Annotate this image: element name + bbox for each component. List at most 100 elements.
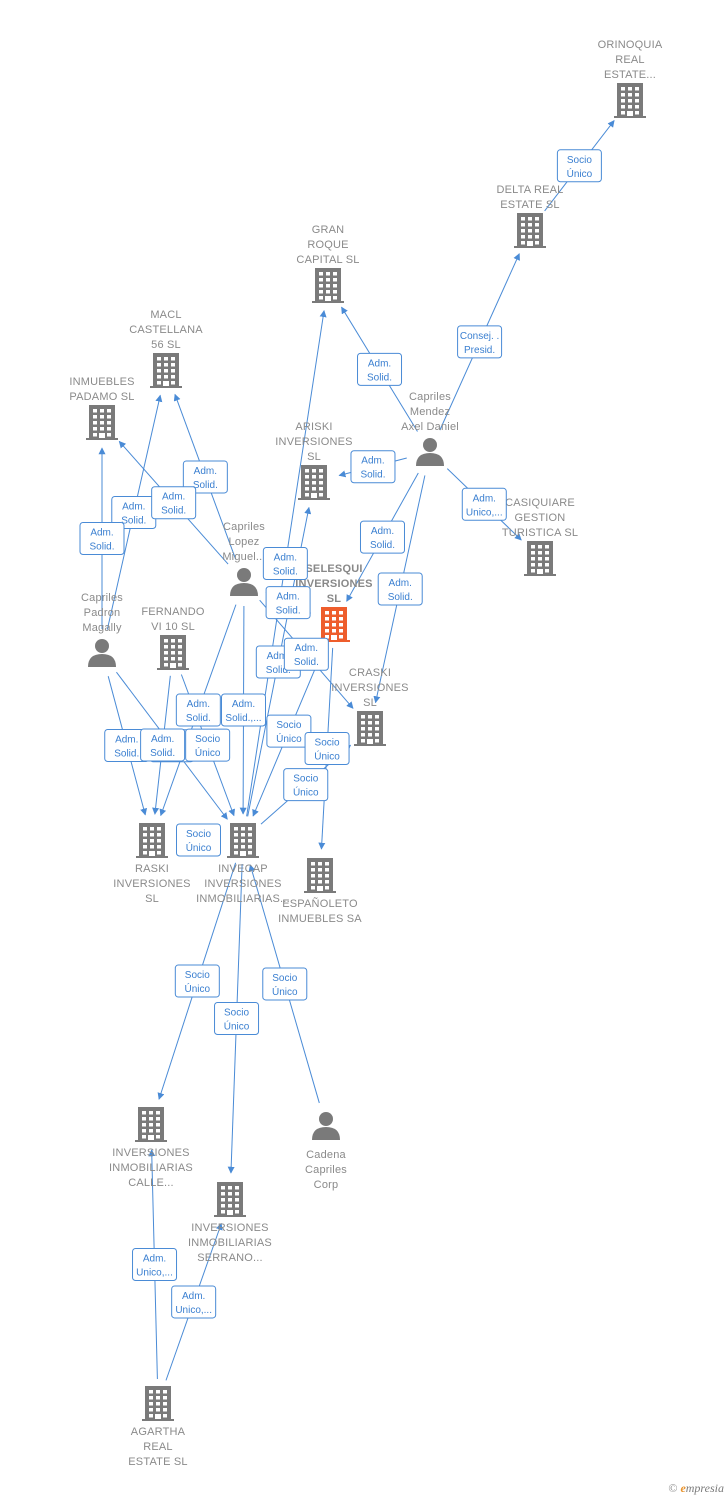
node-label: PADAMO SL xyxy=(69,391,134,403)
node-invecap[interactable]: INVECAPINVERSIONESINMOBILIARIAS... xyxy=(196,823,290,905)
node-label: CAPITAL SL xyxy=(296,254,359,266)
person-icon xyxy=(88,639,116,667)
node-label: AGARTHA xyxy=(131,1426,186,1438)
edge-label[interactable]: Consej. .Presid. xyxy=(457,325,503,359)
edge-label-text: Solid. xyxy=(276,606,301,617)
node-inv_calle[interactable]: INVERSIONESINMOBILIARIASCALLE... xyxy=(109,1107,193,1189)
edge-label[interactable]: Adm.Solid. xyxy=(350,450,396,484)
node-label: VI 10 SL xyxy=(151,621,195,633)
node-label: INVERSIONES xyxy=(113,878,190,890)
edge-label-text: Adm. xyxy=(162,492,185,503)
edge-label-text: Adm. xyxy=(194,466,217,477)
edge-label-text: Adm. xyxy=(274,552,297,563)
node-label: ESTATE... xyxy=(604,69,656,81)
person-icon xyxy=(416,438,444,466)
node-label: Corp xyxy=(314,1179,339,1191)
edge-label[interactable]: Adm.Solid. xyxy=(359,520,405,554)
edge-label-text: Solid.,... xyxy=(225,713,261,724)
node-fernando[interactable]: FERNANDO VI 10 SL xyxy=(141,606,205,670)
edge-label[interactable]: Adm. Solid. xyxy=(79,522,125,555)
edge-label-text: Consej. . xyxy=(460,331,499,342)
person-icon xyxy=(230,568,258,596)
edge-label-text: Solid. xyxy=(388,592,413,603)
edge-label[interactable]: Adm.Unico,... xyxy=(461,487,507,521)
edge-label-text: Adm. xyxy=(90,528,113,539)
node-label: Capriles xyxy=(305,1164,347,1176)
node-label: Cadena xyxy=(306,1149,346,1161)
edge-label-text: Socio xyxy=(276,720,301,731)
node-label: INMOBILIARIAS xyxy=(109,1162,193,1174)
node-label: TURISTICA SL xyxy=(502,527,578,539)
node-label: ARISKI xyxy=(295,421,332,433)
edge-label-text: Adm. xyxy=(389,578,412,589)
edge-label[interactable]: Adm.Solid. xyxy=(283,637,329,671)
node-label: 56 SL xyxy=(151,339,181,351)
edge-label[interactable]: Adm.Solid. xyxy=(182,460,228,494)
edge-label-text: Único xyxy=(186,841,212,854)
edge-label[interactable]: Adm.Solid. xyxy=(151,486,197,520)
node-label: Axel Daniel xyxy=(401,421,459,433)
edge-label-text: Socio xyxy=(186,829,211,840)
node-label: CASIQUIARE xyxy=(505,497,575,509)
edge-label-text: Adm. xyxy=(143,1253,166,1264)
node-label: INVECAP xyxy=(218,863,268,875)
building-icon xyxy=(157,635,189,670)
node-label: GRAN xyxy=(312,224,345,236)
building-icon xyxy=(318,607,350,642)
node-capriles_lopez[interactable]: CaprilesLopezMiguel... xyxy=(222,521,265,596)
edge-label[interactable]: Adm.Unico,... xyxy=(132,1247,178,1281)
edge-label-text: Socio xyxy=(224,1008,249,1019)
building-icon xyxy=(312,268,344,303)
node-label: ESTATE SL xyxy=(128,1456,187,1468)
edge-label-text: Adm. xyxy=(371,526,394,537)
node-label: MACL xyxy=(150,309,181,321)
node-label: CRASKI xyxy=(349,667,391,679)
edge-label[interactable]: Adm.Solid. xyxy=(265,586,311,620)
edge-label[interactable]: Adm.Solid. xyxy=(111,495,157,529)
edge-label[interactable]: Adm.Solid. xyxy=(175,693,221,727)
building-icon xyxy=(142,1386,174,1421)
edge-label-text: Único xyxy=(276,732,302,745)
edge-label[interactable]: Adm.Solid. xyxy=(262,546,308,580)
edge-label[interactable]: Adm. Solid.,... xyxy=(221,693,267,727)
edge-label[interactable]: Adm.Solid. xyxy=(140,728,186,762)
edge-label[interactable]: Adm. Solid. xyxy=(377,572,423,606)
node-label: FERNANDO xyxy=(141,606,205,618)
edge-label[interactable]: Adm.Unico,... xyxy=(171,1285,217,1319)
building-icon xyxy=(514,213,546,248)
node-orinoquia[interactable]: ORINOQUIAREALESTATE... xyxy=(598,39,663,118)
node-inv_serrano[interactable]: INVERSIONESINMOBILIARIASSERRANO... xyxy=(188,1182,272,1264)
edge-label-text: Adm. xyxy=(115,735,138,746)
edge-label[interactable]: Adm.Solid. xyxy=(357,352,403,386)
footer-brand[interactable]: © empresia xyxy=(668,1481,724,1496)
node-label: INMUEBLES SA xyxy=(278,913,362,925)
edge-label-text: Solid. xyxy=(89,542,114,553)
building-icon xyxy=(214,1182,246,1217)
building-icon xyxy=(136,823,168,858)
edge-label-text: Adm. xyxy=(232,699,255,710)
node-label: INMOBILIARIAS... xyxy=(196,893,290,905)
